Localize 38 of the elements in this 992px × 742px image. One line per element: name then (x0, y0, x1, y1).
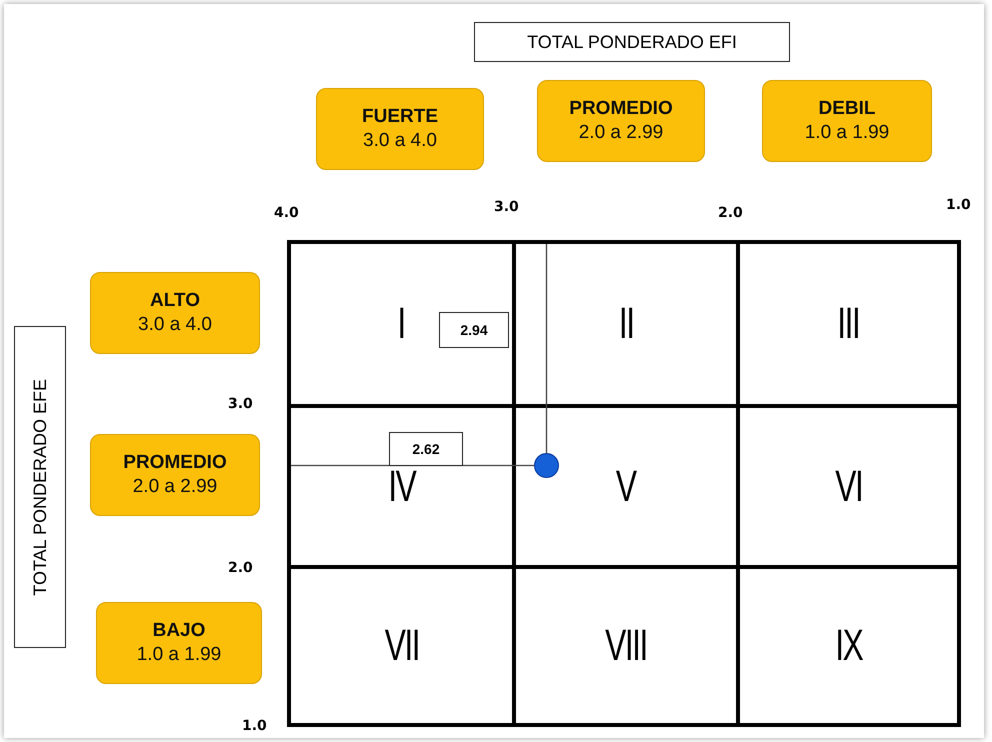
tick-label: 1.0 (242, 718, 267, 734)
range-box (762, 80, 932, 162)
roman-numeral: IX (834, 621, 862, 671)
roman-numeral: III (837, 299, 860, 349)
tick-label: 2.0 (718, 205, 743, 221)
roman-numeral: V (616, 462, 636, 512)
tick-label: 4.0 (274, 205, 299, 221)
range-title: PROMEDIO (569, 98, 673, 120)
range-box (90, 434, 260, 516)
tick-label: 2.0 (228, 560, 253, 576)
value-label: 2.94 (439, 312, 509, 348)
range-value: 2.0 a 2.99 (132, 476, 218, 498)
range-title: ALTO (150, 290, 200, 312)
range-value: 1.0 a 1.99 (136, 644, 222, 666)
tick-label: 3.0 (494, 199, 519, 215)
range-box (316, 88, 484, 170)
value-label: 2.62 (389, 432, 463, 466)
range-title: FUERTE (362, 106, 438, 128)
tick-label: 3.0 (228, 396, 253, 412)
range-value: 3.0 a 4.0 (138, 314, 212, 336)
range-box (537, 80, 705, 162)
roman-numeral: II (618, 299, 634, 349)
tick-label: 1.0 (946, 197, 971, 213)
range-title: PROMEDIO (123, 452, 227, 474)
roman-numeral: VIII (605, 621, 647, 671)
range-value: 3.0 a 4.0 (363, 130, 437, 152)
guide-line (546, 244, 548, 453)
roman-numeral: VII (384, 621, 419, 671)
range-title: DEBIL (818, 98, 876, 120)
range-box (96, 602, 262, 684)
roman-numeral: I (398, 299, 406, 349)
range-value: 2.0 a 2.99 (578, 122, 664, 144)
range-value: 1.0 a 1.99 (804, 122, 890, 144)
axis-title: TOTAL PONDERADO EFI (474, 22, 790, 62)
axis-title: TOTAL PONDERADO EFE (14, 326, 66, 648)
range-box (90, 272, 260, 354)
roman-numeral: VI (834, 462, 862, 512)
range-title: BAJO (152, 620, 206, 642)
